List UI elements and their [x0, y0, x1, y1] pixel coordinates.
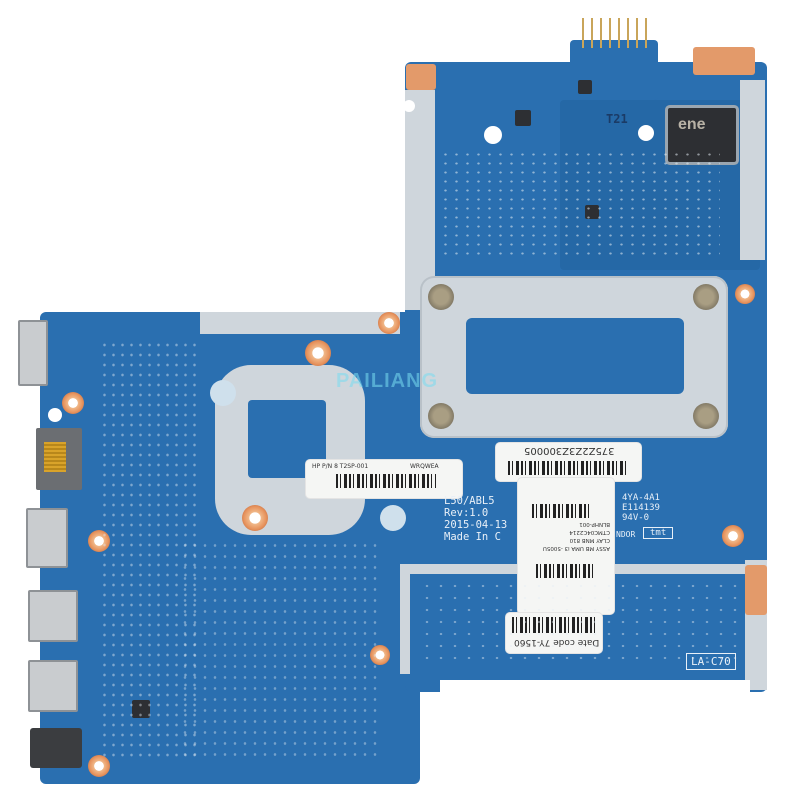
screw-hole — [735, 284, 755, 304]
standoff-screw-4 — [693, 403, 719, 429]
serial-number-text: 375Z2Z3Z300005 — [524, 445, 615, 456]
date-code-barcode — [512, 617, 596, 633]
usb-port-1 — [28, 590, 78, 642]
tmt-box: tmt — [643, 527, 674, 539]
hp-part-code: WRQWEA — [410, 463, 439, 470]
mounting-pad-bottom-right — [745, 565, 767, 615]
screw-hole — [62, 392, 84, 414]
battery-connector-pins — [582, 18, 652, 48]
rj45-port — [36, 428, 82, 490]
assembly-line-1: ASSY MB UMA i3 -5005U — [542, 545, 610, 551]
standoff-screw-3 — [428, 403, 454, 429]
small-chip — [515, 110, 531, 126]
hp-part-barcode — [336, 474, 436, 488]
smd-components — [100, 340, 200, 760]
ul-rating-silkscreen: 4YA-4A1 E114139 94V-0 — [622, 493, 660, 523]
board-model-silkscreen: L50/ABL5 Rev:1.0 2015-04-13 Made In C — [444, 495, 507, 543]
small-chip — [132, 700, 150, 718]
silkscreen-t21: T21 — [606, 112, 628, 126]
mounting-pad-top-right — [693, 47, 755, 75]
audio-jack — [30, 728, 82, 768]
smd-components — [180, 540, 380, 760]
ndor-silkscreen: NDOR — [616, 530, 636, 539]
assembly-line-4: BLNHP-001 — [579, 521, 610, 527]
screw-hole — [370, 645, 390, 665]
silver-strip-mid — [200, 312, 400, 334]
screw-hole — [378, 312, 400, 334]
silver-frame-bottom-left — [400, 564, 410, 674]
mounting-pad-top-left — [406, 64, 436, 90]
ec-chip-logo: ene — [678, 116, 706, 133]
standoff-screw-1 — [428, 284, 454, 310]
rj45-contacts — [44, 442, 66, 472]
screw-hole — [305, 340, 331, 366]
board-id-box: LA-C70 — [686, 653, 736, 670]
board-cutout — [440, 680, 750, 800]
assembly-sticker: ASSY MB UMA i3 -5005U CLAY MNB 810 CTMC0… — [518, 478, 614, 614]
assembly-line-3: CTMC04C2214 — [569, 529, 610, 535]
watermark: PAILIANG — [336, 370, 439, 392]
screw-hole — [88, 530, 110, 552]
serial-number-label: 375Z2Z3Z300005 — [496, 443, 641, 481]
display-port — [18, 320, 48, 386]
board-origin: Made In C — [444, 531, 501, 543]
assembly-line-2: CLAY MNB 810 — [569, 537, 610, 543]
hdmi-port — [26, 508, 68, 568]
silver-strip-left — [405, 90, 435, 310]
board-model: L50/ABL5 — [444, 495, 495, 507]
silver-strip-right — [740, 80, 765, 260]
small-chip — [578, 80, 592, 94]
plain-hole — [210, 380, 236, 406]
standoff-screw-2 — [693, 284, 719, 310]
plain-hole — [484, 126, 502, 144]
hp-part-number: HP P/N 8 T2SP-001 — [312, 463, 369, 470]
hp-part-label: HP P/N 8 T2SP-001 WRQWEA — [306, 460, 462, 498]
serial-barcode — [508, 461, 626, 475]
date-code-label: Date code 7Y-1560 — [506, 613, 602, 653]
usb-port-2 — [28, 660, 78, 712]
plain-hole — [48, 408, 62, 422]
assembly-barcode-2 — [536, 564, 594, 578]
assembly-barcode-1 — [532, 504, 592, 518]
ul-line-2: E114139 — [622, 503, 660, 513]
shield-window — [466, 318, 684, 394]
smd-components — [420, 580, 740, 660]
smd-components — [440, 150, 720, 260]
board-revision: Rev:1.0 — [444, 507, 489, 519]
screw-hole — [242, 505, 268, 531]
plain-hole — [403, 100, 415, 112]
ul-line-1: 4YA-4A1 — [622, 493, 660, 503]
screw-hole — [722, 525, 744, 547]
plain-hole — [638, 125, 654, 141]
plain-hole — [380, 505, 406, 531]
ul-line-3: 94V-0 — [622, 513, 650, 523]
screw-hole — [88, 755, 110, 777]
assembly-sticker-text: ASSY MB UMA i3 -5005U CLAY MNB 810 CTMC0… — [522, 520, 610, 552]
board-date: 2015-04-13 — [444, 519, 508, 531]
